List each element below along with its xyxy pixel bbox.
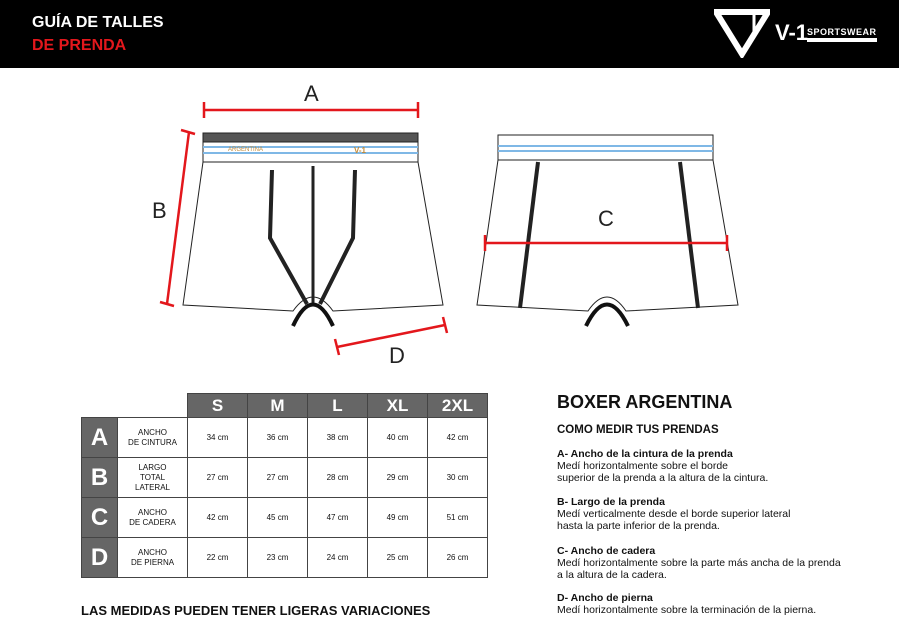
back-view	[476, 134, 739, 327]
cell: 47 cm	[307, 497, 368, 538]
cell: 24 cm	[307, 537, 368, 578]
boxer-diagram	[159, 102, 739, 356]
cell: 42 cm	[187, 497, 248, 538]
size-header: L	[307, 393, 368, 418]
front-view	[182, 132, 444, 327]
desc-line: ANCHO	[138, 427, 167, 437]
cell: 42 cm	[427, 417, 488, 458]
cell: 45 cm	[247, 497, 308, 538]
section-line: Medí horizontalmente sobre el borde	[557, 460, 729, 472]
label-b: B	[152, 198, 167, 223]
cell: 25 cm	[367, 537, 428, 578]
section-title: D- Ancho de pierna	[557, 592, 653, 604]
desc-line: DE PIERNA	[130, 557, 175, 567]
desc-line: LARGO	[138, 462, 167, 472]
v1-logo-icon	[714, 9, 770, 58]
desc-line: LATERAL	[135, 482, 170, 492]
cell: 27 cm	[187, 457, 248, 498]
size-header: M	[247, 393, 308, 418]
cell: 36 cm	[247, 417, 308, 458]
section-line: Medí horizontalmente sobre la terminació…	[557, 604, 817, 616]
row-letter: D	[81, 537, 118, 578]
cell: 26 cm	[427, 537, 488, 578]
header-bar: GUÍA DE TALLES DE PRENDA V-1 SPORTSWEAR	[0, 0, 899, 68]
row-letter: A	[81, 417, 118, 458]
desc-line: ANCHO	[138, 507, 167, 517]
cell: 29 cm	[367, 457, 428, 498]
row-letter: B	[81, 457, 118, 498]
section-line: Medí verticalmente desde el borde superi…	[557, 508, 791, 520]
measure-lines	[159, 102, 729, 356]
cell: 34 cm	[187, 417, 248, 458]
size-header: XL	[367, 393, 428, 418]
section-title: A- Ancho de la cintura de la prenda	[557, 448, 733, 460]
size-header: S	[187, 393, 248, 418]
logo-sub: SPORTSWEAR	[807, 27, 877, 42]
section-line: superior de la prenda a la altura de la …	[557, 472, 769, 484]
desc-line: ANCHO	[138, 547, 167, 557]
label-c: C	[598, 206, 614, 231]
logo-brand: V-1	[775, 20, 809, 45]
section-title: B- Largo de la prenda	[557, 496, 665, 508]
desc-line: TOTAL	[139, 472, 166, 482]
cell: 51 cm	[427, 497, 488, 538]
cell: 40 cm	[367, 417, 428, 458]
page-subtitle: DE PRENDA	[32, 37, 127, 54]
section-title: C- Ancho de cadera	[557, 545, 656, 557]
footer-note: LAS MEDIDAS PUEDEN TENER LIGERAS VARIACI…	[81, 603, 431, 618]
cell: 23 cm	[247, 537, 308, 578]
section-line: Medí horizontalmente sobre la parte más …	[557, 557, 841, 569]
waistband-logo: V-1	[354, 146, 367, 155]
cell: 49 cm	[367, 497, 428, 538]
cell: 28 cm	[307, 457, 368, 498]
cell: 22 cm	[187, 537, 248, 578]
section-line: a la altura de la cadera.	[557, 569, 667, 581]
cell: 30 cm	[427, 457, 488, 498]
label-d: D	[389, 343, 405, 368]
how-to-measure-heading: COMO MEDIR TUS PRENDAS	[557, 424, 719, 436]
section-line: hasta la parte inferior de la prenda.	[557, 520, 720, 532]
page-title: GUÍA DE TALLES	[32, 14, 164, 31]
desc-line: DE CINTURA	[128, 437, 177, 447]
size-header: 2XL	[427, 393, 488, 418]
row-letter: C	[81, 497, 118, 538]
cell: 27 cm	[247, 457, 308, 498]
desc-line: DE CADERA	[129, 517, 176, 527]
label-a: A	[304, 81, 319, 106]
cell: 38 cm	[307, 417, 368, 458]
waistband-text: ARGENTINA	[228, 147, 264, 153]
product-title: BOXER ARGENTINA	[557, 392, 733, 412]
